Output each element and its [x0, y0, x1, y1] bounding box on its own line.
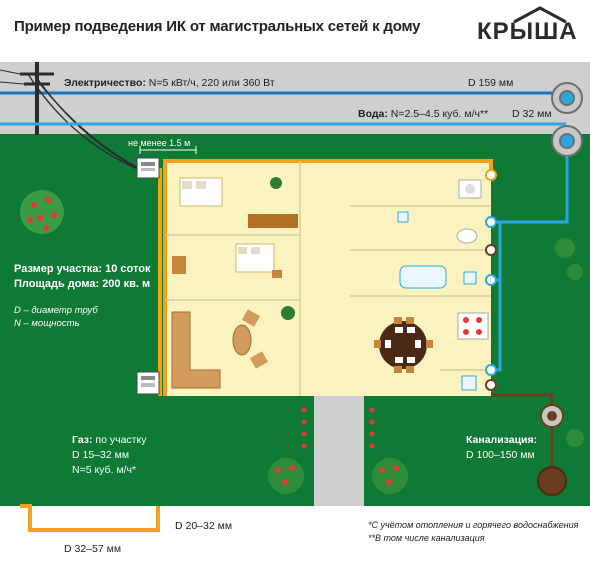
- electricity-diameter: D 159 мм: [468, 77, 514, 89]
- water-value: N=2.5–4.5 куб. м/ч**: [390, 108, 489, 120]
- electric-meter-icon: [136, 157, 160, 179]
- water-diameter: D 32 мм: [512, 108, 552, 120]
- gas-power: N=5 куб. м/ч*: [72, 464, 137, 476]
- gas-value: по участку: [95, 434, 147, 446]
- utility-pole-icon: [0, 62, 151, 175]
- road: [0, 62, 590, 134]
- legend-n: N – мощность: [14, 318, 80, 329]
- gas-label: Газ: по участку: [72, 434, 146, 446]
- bathtub-icon: [399, 265, 447, 289]
- page-title: Пример подведения ИК от магистральных се…: [14, 18, 421, 35]
- distance-note: не менее 1.5 м: [128, 138, 191, 148]
- legend-d: D – диаметр труб: [14, 305, 98, 316]
- plot-size: Размер участка: 10 соток: [14, 263, 151, 275]
- connection-points: [485, 169, 497, 391]
- bush-icon: [268, 238, 584, 494]
- gas-diameter: D 15–32 мм: [72, 449, 130, 461]
- sewage-title: Канализация:: [466, 434, 538, 446]
- coffee-table: [232, 324, 252, 356]
- toilet-icon: [456, 228, 478, 244]
- electricity-value: N=5 кВт/ч, 220 или 360 Вт: [148, 77, 275, 89]
- footnote-1: *С учётом отопления и горячего водоснабж…: [368, 520, 579, 530]
- house-area: Площадь дома: 200 кв. м: [14, 278, 151, 290]
- stove-icon: [457, 312, 489, 340]
- electricity-title: Электричество:: [64, 77, 146, 89]
- sofa-icon: [171, 311, 221, 389]
- water-label: Вода: N=2.5–4.5 куб. м/ч**: [358, 108, 488, 120]
- sewage-well-icon: [537, 404, 567, 496]
- water-title: Вода:: [358, 108, 388, 120]
- driveway: [314, 396, 364, 506]
- electricity-label: Электричество: N=5 кВт/ч, 220 или 360 Вт: [64, 77, 275, 89]
- logo: КРЫША: [477, 18, 578, 45]
- water-well-icon: [551, 82, 583, 157]
- gas-pipe: [20, 504, 160, 532]
- chair: [172, 256, 186, 274]
- gas-outer-diameter: D 20–32 мм: [175, 520, 233, 532]
- bed-icon: [179, 177, 275, 273]
- gas-main-diameter: D 32–57 мм: [64, 543, 122, 555]
- footnote-2: **В том числе канализация: [368, 533, 485, 543]
- wardrobe: [248, 214, 298, 228]
- gas-meter-icon: [136, 371, 160, 395]
- house-wall: [163, 159, 493, 396]
- gas-title: Газ:: [72, 434, 93, 446]
- sewage-diameter: D 100–150 мм: [466, 449, 535, 461]
- tree-icon: [20, 190, 64, 234]
- logo-roof-icon: [513, 6, 567, 23]
